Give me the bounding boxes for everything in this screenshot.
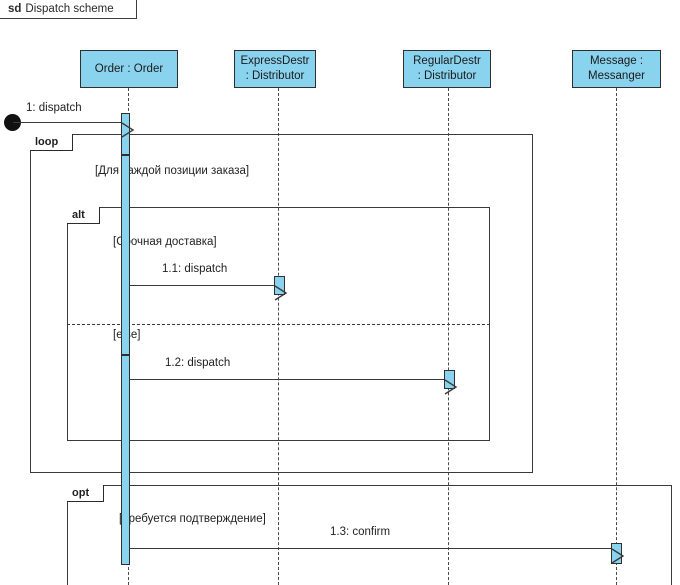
lifeline-label-message-line2: Messanger (588, 70, 645, 82)
message-label-1-1: 1.1: dispatch (162, 263, 228, 275)
message-line-1[interactable] (13, 122, 121, 123)
fragment-loop-operator: loop (30, 134, 74, 151)
activation-regulardestr[interactable] (444, 370, 455, 389)
lifeline-head-expressdestr[interactable]: ExpressDestr : Distributor (234, 50, 316, 88)
fragment-opt-guard: [Требуется подтверждение] (119, 513, 266, 525)
diagram-title: Dispatch scheme (25, 3, 114, 15)
message-line-1-1[interactable] (130, 285, 274, 286)
message-label-1-3: 1.3: confirm (330, 526, 391, 538)
message-line-1-2[interactable] (130, 379, 444, 380)
lifeline-label-message-line1: Message : (589, 55, 644, 67)
activation-message[interactable] (611, 543, 622, 564)
lifeline-stem-regulardestr (448, 88, 449, 585)
message-label-1: 1: dispatch (26, 102, 82, 114)
lifeline-label-regulardestr-line1: RegularDestr (413, 55, 481, 67)
fragment-opt[interactable] (67, 485, 672, 585)
fragment-loop-guard: [Для каждой позиции заказа] (95, 165, 250, 177)
fragment-alt-guard-1: [Срочная доставка] (113, 236, 217, 248)
message-line-1-3[interactable] (130, 548, 611, 549)
activation-expressdestr[interactable] (274, 276, 285, 295)
diagram-frame-label: sd Dispatch scheme (0, 0, 137, 19)
message-label-1-2: 1.2: dispatch (165, 357, 231, 369)
lifeline-head-regulardestr[interactable]: RegularDestr : Distributor (403, 50, 491, 88)
fragment-loop[interactable] (30, 134, 533, 473)
lifeline-head-order[interactable]: Order : Order (80, 50, 178, 88)
lifeline-head-message[interactable]: Message : Messanger (572, 50, 661, 88)
lifeline-label-regulardestr-line2: : Distributor (417, 70, 477, 82)
fragment-alt-divider (67, 324, 490, 325)
activation-order-2[interactable] (121, 155, 130, 355)
lifeline-label-order-line1: Order : Order (94, 62, 164, 75)
lifeline-label-expressdestr-line2: : Distributor (245, 70, 305, 82)
lifeline-stem-expressdestr (278, 88, 279, 585)
fragment-opt-operator: opt (67, 485, 105, 502)
fragment-alt-operator: alt (67, 207, 100, 224)
diagram-keyword: sd (8, 3, 22, 15)
found-message-start-dot (4, 114, 21, 131)
activation-order-3[interactable] (121, 355, 130, 565)
lifeline-stem-message (616, 88, 617, 585)
lifeline-label-expressdestr-line1: ExpressDestr (240, 55, 310, 67)
